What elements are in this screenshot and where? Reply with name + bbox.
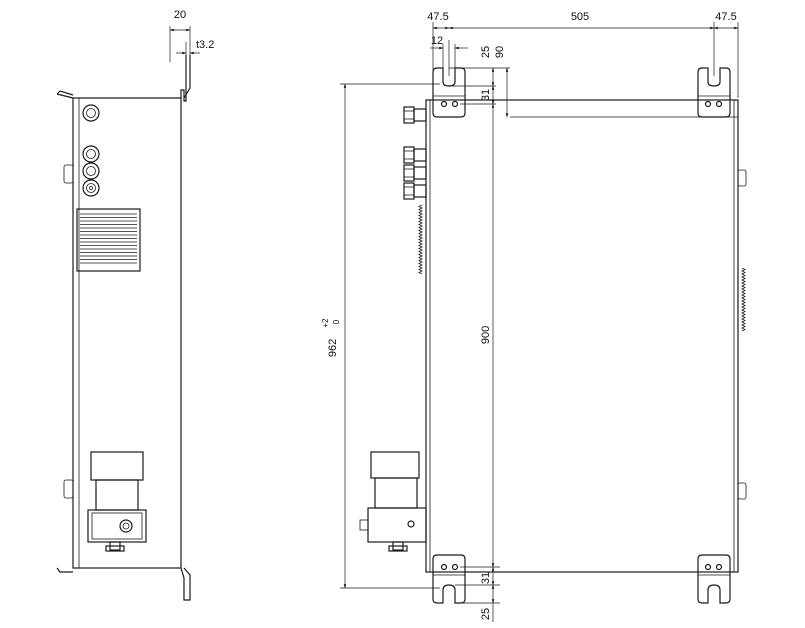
side-connector-1 xyxy=(82,145,100,163)
bracket-bottom-left xyxy=(432,554,466,604)
bracket-bottom-right xyxy=(697,554,731,604)
side-view-body xyxy=(72,97,182,569)
side-connector-2 xyxy=(82,162,100,180)
front-cable-gland-1 xyxy=(403,106,427,124)
dim-label-hole-offset-top: 31 xyxy=(480,89,492,101)
dim-label-bottom-slot-depth: 25 xyxy=(480,608,492,620)
dim-label-hole-spacing: 900 xyxy=(480,326,492,344)
dim-overall-height: 962 +2 0 xyxy=(321,83,440,589)
front-fan-assembly xyxy=(359,451,427,552)
dim-label-slot-depth: 25 xyxy=(480,46,492,58)
dim-thickness: t3.2 xyxy=(176,39,214,60)
dim-label-20: 20 xyxy=(174,9,186,21)
left-serration xyxy=(418,204,423,275)
side-fan-assembly xyxy=(87,451,147,552)
front-cable-gland-4 xyxy=(403,182,427,200)
serration-teeth xyxy=(741,267,746,332)
dim-label-tol-upper: +2 xyxy=(321,318,330,328)
side-connector-top xyxy=(82,104,100,122)
dim-label-top-offset: 90 xyxy=(494,46,506,58)
side-connector-3 xyxy=(82,179,100,197)
dim-bottom-verticals: 31 25 xyxy=(455,566,500,622)
dim-top-verticals: 25 90 31 xyxy=(449,46,738,118)
dim-label-slot-width: 12 xyxy=(431,35,443,47)
front-cable-gland-3 xyxy=(403,164,427,182)
dim-label-left-bracket: 47.5 xyxy=(427,11,448,23)
side-top-flange xyxy=(56,55,187,102)
dim-label-overall-height: 962 xyxy=(327,339,339,357)
vent-grille xyxy=(76,208,141,272)
dim-label-tol-lower: 0 xyxy=(332,319,341,324)
dim-label-center-span: 505 xyxy=(571,11,589,23)
dim-slot-width: 12 xyxy=(430,35,468,70)
serration-teeth xyxy=(418,204,423,275)
side-view: 20 t3.2 xyxy=(56,9,214,601)
front-view-body xyxy=(425,99,739,573)
dim-label-t3-2: t3.2 xyxy=(196,39,214,51)
right-serration xyxy=(741,267,746,332)
front-cable-gland-2 xyxy=(403,146,427,164)
dim-label-right-bracket: 47.5 xyxy=(715,11,736,23)
front-view: 47.5 505 47.5 12 25 90 31 9 xyxy=(321,11,747,622)
dim-label-hole-offset-bottom: 31 xyxy=(480,572,492,584)
dim-hole-spacing: 900 xyxy=(480,103,495,568)
dim-horizontal-chain: 47.5 505 47.5 xyxy=(427,11,739,98)
side-bottom-flange xyxy=(56,567,191,601)
dim-flange-width: 20 xyxy=(169,9,191,62)
